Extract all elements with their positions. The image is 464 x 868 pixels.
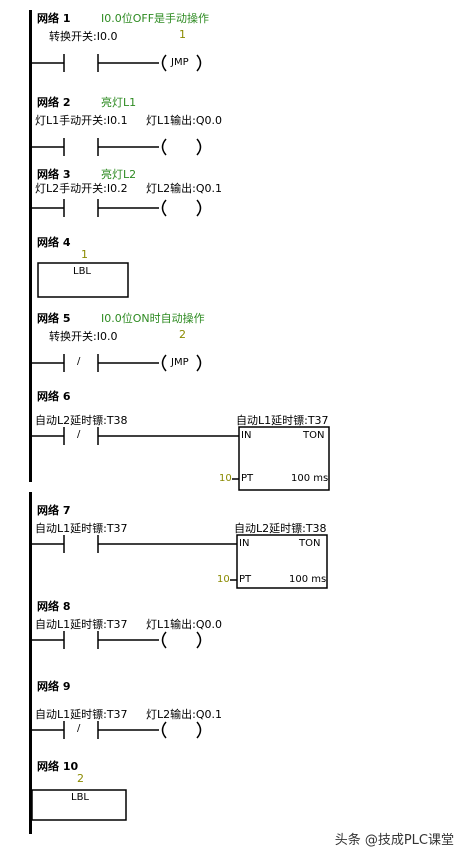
network-3: 网络 3 亮灯L2 灯L2手动开关:I0.2 灯L2输出:Q0.1	[29, 166, 339, 276]
timer-type: TON	[299, 538, 321, 549]
contact-label: 自动L2延时镖:T38	[35, 414, 128, 427]
network-2: 网络 2 亮灯L1 灯L1手动开关:I0.1 灯L1输出:Q0.0	[29, 94, 339, 204]
upper-ladder-panel: 网络 1 I0.0位OFF是手动操作 转换开关:I0.0 1 JMP 网络 2 …	[29, 10, 339, 491]
lower-ladder-panel: 网络 7 自动L1延时镖:T37 自动L2延时镖:T38 IN TON 10 P…	[29, 492, 339, 834]
network-title: 网络 5	[37, 312, 71, 325]
network-9: 网络 9 自动L1延时镖:T37 灯L2输出:Q0.1 /	[29, 678, 339, 788]
left-power-rail	[29, 10, 32, 482]
contact-label: 转换开关:I0.0	[49, 30, 118, 43]
lbl-box	[37, 262, 129, 298]
lbl-text: LBL	[71, 792, 90, 803]
timer-in-pin: IN	[239, 538, 250, 549]
rung-diagram	[29, 199, 202, 217]
timer-preset-value: 10	[217, 574, 230, 585]
network-10: 网络 10 2 LBL	[29, 758, 339, 868]
contact-label: 自动L1延时镖:T37	[35, 618, 128, 631]
timer-pt-pin: PT	[241, 473, 254, 484]
watermark: 头条 @技成PLC课堂	[334, 833, 454, 848]
network-title: 网络 8	[37, 600, 71, 613]
jmp-coil-text: JMP	[171, 357, 189, 368]
network-1: 网络 1 I0.0位OFF是手动操作 转换开关:I0.0 1 JMP	[29, 10, 339, 120]
coil-label: 灯L1输出:Q0.0	[146, 114, 222, 127]
timer-preset-value: 10	[219, 473, 232, 484]
timer-type: TON	[303, 430, 325, 441]
label-number: 2	[77, 772, 84, 785]
network-6: 网络 6 自动L2延时镖:T38 自动L1延时镖:T37 / IN TON 10…	[29, 388, 339, 498]
timer-resolution: 100 ms	[291, 473, 329, 484]
label-number: 1	[81, 248, 88, 261]
nc-contact-symbol: /	[77, 356, 81, 367]
coil-number: 1	[179, 28, 186, 41]
timer-in-pin: IN	[241, 430, 252, 441]
rung-diagram	[29, 54, 202, 72]
network-7: 网络 7 自动L1延时镖:T37 自动L2延时镖:T38 IN TON 10 P…	[29, 502, 339, 612]
rung-diagram	[29, 721, 202, 739]
contact-label: 自动L1延时镖:T37	[35, 522, 128, 535]
coil-label: 灯L2输出:Q0.1	[146, 182, 222, 195]
timer-resolution: 100 ms	[289, 574, 327, 585]
rung-diagram	[29, 138, 202, 156]
rung-diagram	[29, 354, 202, 372]
contact-label: 灯L1手动开关:I0.1	[35, 114, 128, 127]
timer-label: 自动L1延时镖:T37	[236, 414, 329, 427]
network-title: 网络 2	[37, 96, 71, 109]
lbl-box	[31, 789, 127, 821]
network-title: 网络 9	[37, 680, 71, 693]
rung-diagram	[29, 631, 202, 649]
contact-label: 自动L1延时镖:T37	[35, 708, 128, 721]
network-title: 网络 7	[37, 504, 71, 517]
network-8: 网络 8 自动L1延时镖:T37 灯L1输出:Q0.0	[29, 598, 339, 708]
nc-contact-symbol: /	[77, 429, 81, 440]
network-title: 网络 1	[37, 12, 71, 25]
network-comment: 亮灯L1	[101, 96, 137, 109]
network-comment: I0.0位OFF是手动操作	[101, 12, 210, 25]
network-4: 网络 4 1 LBL	[29, 234, 339, 344]
rung-diagram	[29, 534, 328, 589]
left-power-rail	[29, 492, 32, 834]
jmp-coil-text: JMP	[171, 57, 189, 68]
network-comment: 亮灯L2	[101, 168, 137, 181]
nc-contact-symbol: /	[77, 723, 81, 734]
network-5: 网络 5 I0.0位ON时自动操作 转换开关:I0.0 2 / JMP	[29, 310, 339, 420]
rung-diagram	[29, 426, 330, 491]
network-comment: I0.0位ON时自动操作	[101, 312, 205, 325]
contact-label: 转换开关:I0.0	[49, 330, 118, 343]
network-title: 网络 3	[37, 168, 71, 181]
timer-pt-pin: PT	[239, 574, 252, 585]
coil-label: 灯L2输出:Q0.1	[146, 708, 222, 721]
lbl-text: LBL	[73, 266, 92, 277]
contact-label: 灯L2手动开关:I0.2	[35, 182, 128, 195]
network-title: 网络 4	[37, 236, 71, 249]
network-title: 网络 6	[37, 390, 71, 403]
timer-label: 自动L2延时镖:T38	[234, 522, 327, 535]
network-title: 网络 10	[37, 760, 79, 773]
coil-number: 2	[179, 328, 186, 341]
coil-label: 灯L1输出:Q0.0	[146, 618, 222, 631]
